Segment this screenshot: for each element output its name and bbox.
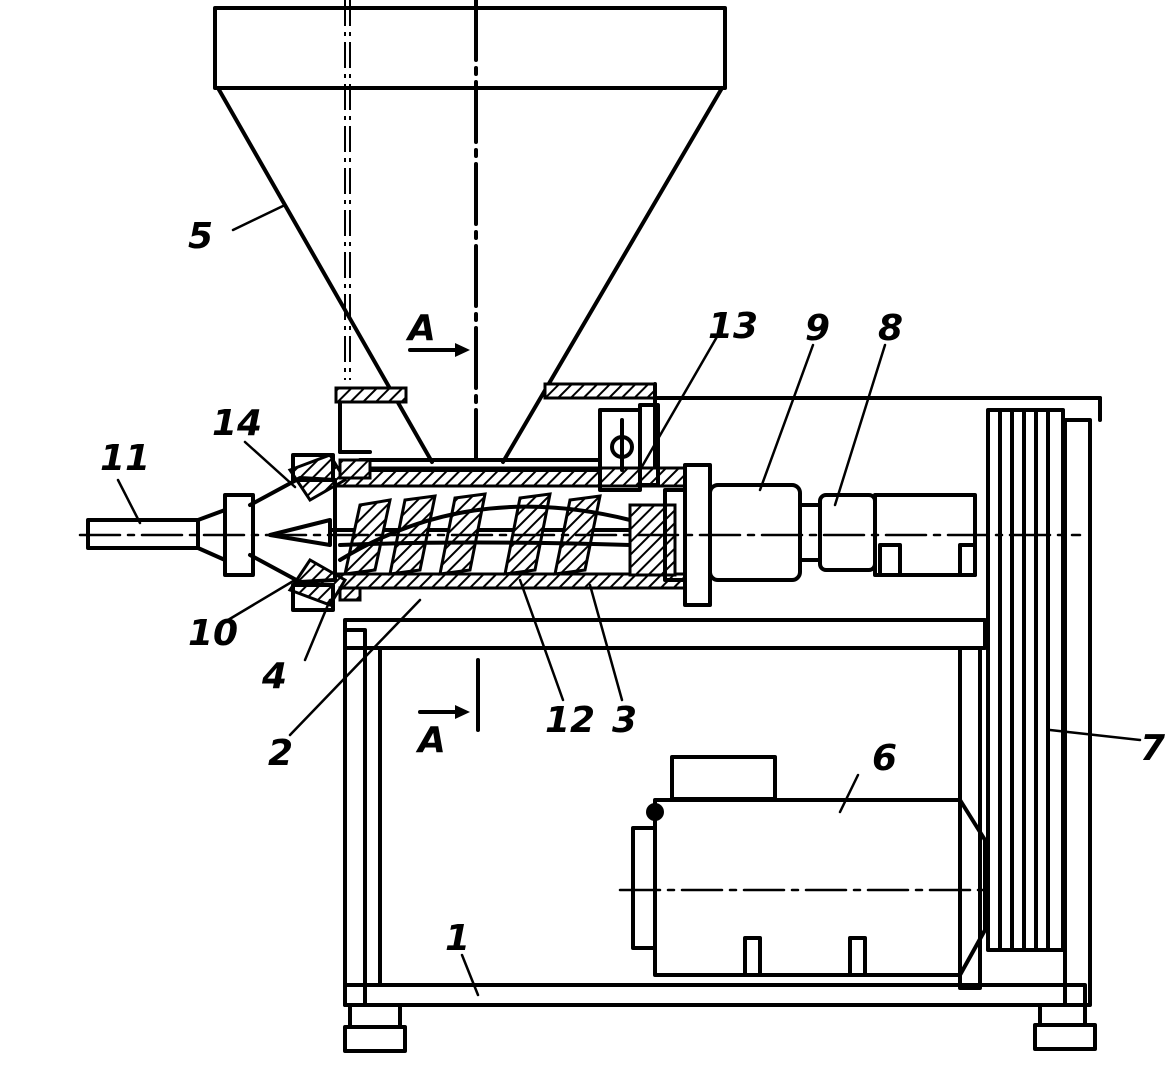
motor <box>618 755 992 977</box>
label-section-a-bottom: A <box>415 720 446 761</box>
die-head <box>248 453 372 612</box>
belt-drive <box>986 408 1065 952</box>
label-10: 10 <box>188 613 238 654</box>
label-section-a-top: A <box>405 308 436 349</box>
label-2: 2 <box>268 733 293 774</box>
label-12: 12 <box>545 700 595 741</box>
section-marks <box>408 343 480 732</box>
frame <box>343 418 1097 1053</box>
gearbox <box>708 483 977 582</box>
nozzle <box>78 493 1082 577</box>
label-11: 11 <box>100 438 150 479</box>
label-6: 6 <box>872 738 897 779</box>
label-7: 7 <box>1140 728 1165 769</box>
label-5: 5 <box>188 216 213 257</box>
label-14: 14 <box>212 403 262 444</box>
label-1: 1 <box>445 918 470 959</box>
label-4: 4 <box>261 656 287 697</box>
label-9: 9 <box>805 308 830 349</box>
leader-lines <box>116 203 1142 997</box>
bearing-housing <box>598 403 660 492</box>
label-8: 8 <box>878 308 903 349</box>
label-3: 3 <box>612 700 637 741</box>
top-cover <box>334 382 1102 472</box>
label-13: 13 <box>708 306 758 347</box>
